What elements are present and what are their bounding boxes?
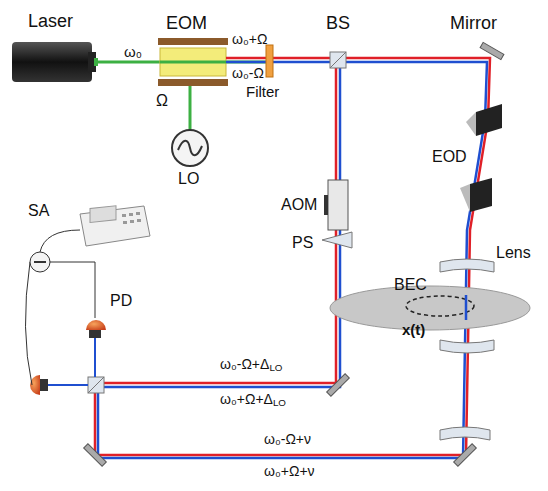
part-name: Mirror [450, 14, 497, 34]
part-name: PD [110, 292, 132, 310]
frequency-label: ω₀+Ω+ΔLO [220, 392, 286, 409]
frequency-label: ω₀+Ω [232, 32, 267, 47]
part-name: Laser [28, 12, 73, 32]
part-name: BEC [394, 276, 427, 294]
position-label: x(t) [402, 322, 425, 339]
part-name: EOM [166, 14, 207, 34]
frequency-label: ω₀ [124, 44, 142, 61]
part-name: AOM [281, 196, 317, 214]
part-name: BS [326, 14, 350, 34]
frequency-label: ω₀-Ω+ΔLO [220, 357, 282, 374]
frequency-label: ω₀-Ω [232, 66, 264, 81]
frequency-label: ω₀-Ω+ν [264, 432, 311, 447]
frequency-label: ω₀+Ω+ν [264, 464, 315, 479]
part-name: EOD [432, 148, 467, 166]
part-name: SA [28, 202, 49, 220]
part-name: PS [292, 234, 313, 252]
signal-label: Ω [156, 92, 168, 110]
part-name: LO [178, 170, 199, 188]
part-name: Filter [246, 84, 279, 101]
part-name: Lens [496, 244, 531, 262]
